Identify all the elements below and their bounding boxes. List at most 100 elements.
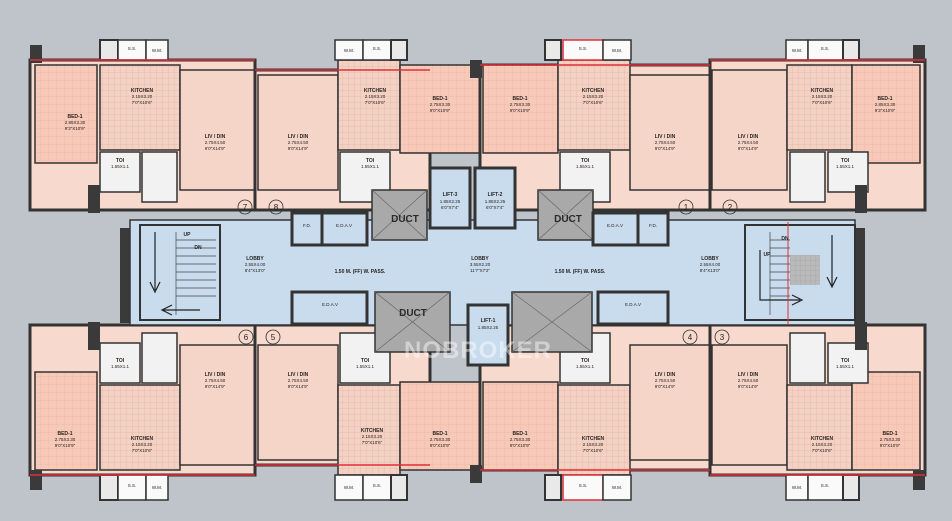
lobby-right-label: LOBBY [701, 256, 719, 262]
svg-text:9'0"X10'9": 9'0"X10'9" [430, 443, 451, 448]
svg-text:2.75X4.50: 2.75X4.50 [288, 378, 309, 383]
bed-label-bcr: BED-1 [512, 431, 527, 437]
svg-text:7'0"X10'6": 7'0"X10'6" [365, 100, 386, 105]
core-labels: LOBBY 2.55X4.00 8'4"X13'0" LOBBY 3.55X2.… [184, 192, 789, 330]
livdin-bottom-center-left [257, 344, 339, 461]
toi-label-bcr: TOI [581, 358, 590, 364]
svg-text:1.85X2.25: 1.85X2.25 [440, 199, 461, 204]
bed-label-bcl: BED-1 [432, 431, 447, 437]
bed-bottom-right [851, 371, 921, 471]
kitchen-bottom-right [786, 384, 853, 471]
bed-top-center-left [399, 64, 481, 154]
livdin-label-8: LIV / DIN [738, 372, 759, 378]
stair-left-arrow [149, 232, 200, 316]
livdin-top-center-left [257, 74, 339, 191]
edav-right [591, 211, 640, 247]
flat-number-7: 7 [243, 203, 248, 212]
svg-text:W.M.: W.M. [152, 485, 162, 490]
stair-right-dn: DN [781, 236, 789, 242]
toi-label-tl: TOI [116, 158, 125, 164]
toilet-bottom-right-a [789, 332, 826, 384]
edav-bl-label: E.D.A.V [322, 302, 338, 307]
toi-label-tcl: TOI [366, 158, 375, 164]
svg-text:9'0"X10'9": 9'0"X10'9" [55, 443, 76, 448]
svg-text:7'0"X10'6": 7'0"X10'6" [812, 448, 833, 453]
flat-number-2: 2 [728, 203, 733, 212]
bed-bottom-center-left [399, 381, 481, 471]
svg-text:6'0"X7'4": 6'0"X7'4" [441, 205, 459, 210]
svg-text:S.S.: S.S. [579, 46, 588, 51]
toilet-top-left-a [99, 151, 141, 193]
stair-right-landing [790, 255, 820, 285]
svg-text:9'0"X14'9": 9'0"X14'9" [288, 146, 309, 151]
svg-text:2.75X3.30: 2.75X3.30 [880, 437, 901, 442]
lift-1 [466, 303, 510, 367]
passage-label-right: 1.50 M. (FF) W. PASS. [555, 269, 606, 275]
flat-number-8: 8 [274, 203, 279, 212]
svg-text:9'3"X10'9": 9'3"X10'9" [65, 126, 86, 131]
flat-number-1: 1 [684, 203, 689, 212]
bed-top-right [851, 64, 921, 164]
livdin-bottom-center-right [629, 344, 711, 461]
svg-text:S.S.: S.S. [128, 483, 137, 488]
svg-text:7'0"X10'6": 7'0"X10'6" [812, 100, 833, 105]
svg-text:W.M.: W.M. [344, 485, 354, 490]
svg-text:9'0"X14'9": 9'0"X14'9" [205, 146, 226, 151]
toilet-top-left-b [141, 151, 178, 203]
svg-text:9'3"X10'9": 9'3"X10'9" [875, 108, 896, 113]
fd-left-label: F.D. [303, 223, 311, 228]
kitchen-bottom-left [99, 384, 181, 471]
svg-text:7'0"X10'6": 7'0"X10'6" [132, 100, 153, 105]
svg-text:7'0"X10'6": 7'0"X10'6" [362, 440, 383, 445]
svg-text:1.55X1.1: 1.55X1.1 [356, 364, 375, 369]
bed-label-tr: BED-1 [877, 96, 892, 102]
passage-label-left: 1.50 M. (FF) W. PASS. [335, 269, 386, 275]
unit-labels: BED-1 2.85X3.30 9'3"X10'9" BED-1 2.75X3.… [55, 46, 901, 490]
kitchen-label-bcr: KITCHEN [582, 436, 605, 442]
lift-3 [428, 166, 472, 230]
bed-label-bl: BED-1 [57, 431, 72, 437]
svg-text:9'0"X10'9": 9'0"X10'9" [880, 443, 901, 448]
livdin-top-left [179, 69, 256, 191]
flat-number-4: 4 [688, 333, 693, 342]
bed-label-br: BED-1 [882, 431, 897, 437]
kitchen-label-tcr: KITCHEN [582, 88, 605, 94]
bed-room-top-left [34, 64, 98, 164]
lift-1-label: LIFT-1 [481, 318, 496, 324]
edav-right-label: E.D.A.V [607, 223, 623, 228]
livdin-top-right [711, 69, 788, 191]
svg-text:S.S.: S.S. [373, 483, 382, 488]
svg-text:1.55X1.1: 1.55X1.1 [111, 364, 130, 369]
svg-text:2.75X4.50: 2.75X4.50 [738, 140, 759, 145]
svg-text:2.85X3.30: 2.85X3.30 [65, 120, 86, 125]
svg-text:S.S.: S.S. [373, 46, 382, 51]
duct-label-bl: DUCT [399, 308, 427, 319]
service-boxes [99, 39, 860, 501]
stair-left-dn: DN [194, 245, 202, 251]
svg-text:S.S.: S.S. [821, 483, 830, 488]
svg-text:2.15X3.20: 2.15X3.20 [132, 94, 153, 99]
flat-number-5: 5 [271, 333, 276, 342]
svg-text:2.85X3.30: 2.85X3.30 [875, 102, 896, 107]
svg-text:2.15X3.20: 2.15X3.20 [812, 442, 833, 447]
svg-text:2.15X3.20: 2.15X3.20 [362, 434, 383, 439]
kitchen-label-bcl: KITCHEN [361, 428, 384, 434]
svg-text:2.75X4.50: 2.75X4.50 [655, 378, 676, 383]
svg-text:7'0"X10'6": 7'0"X10'6" [583, 448, 604, 453]
svg-text:S.S.: S.S. [579, 483, 588, 488]
svg-text:2.75X3.30: 2.75X3.30 [430, 102, 451, 107]
svg-text:2.55X4.00: 2.55X4.00 [700, 262, 721, 267]
fd-left [290, 211, 324, 247]
svg-text:W.M.: W.M. [344, 48, 354, 53]
livdin-top-center-right [629, 74, 711, 191]
svg-text:7'0"X10'6": 7'0"X10'6" [583, 100, 604, 105]
lift-2 [473, 166, 517, 230]
edav-left-label: E.D.A.V [336, 223, 352, 228]
livdin-label-3: LIV / DIN [655, 134, 676, 140]
kitchen-label-bl: KITCHEN [131, 436, 154, 442]
svg-text:1.55X1.1: 1.55X1.1 [361, 164, 380, 169]
toilet-bottom-left-b [141, 332, 178, 384]
svg-text:2.75X3.30: 2.75X3.30 [430, 437, 451, 442]
svg-text:1.85X2.25: 1.85X2.25 [478, 325, 499, 330]
